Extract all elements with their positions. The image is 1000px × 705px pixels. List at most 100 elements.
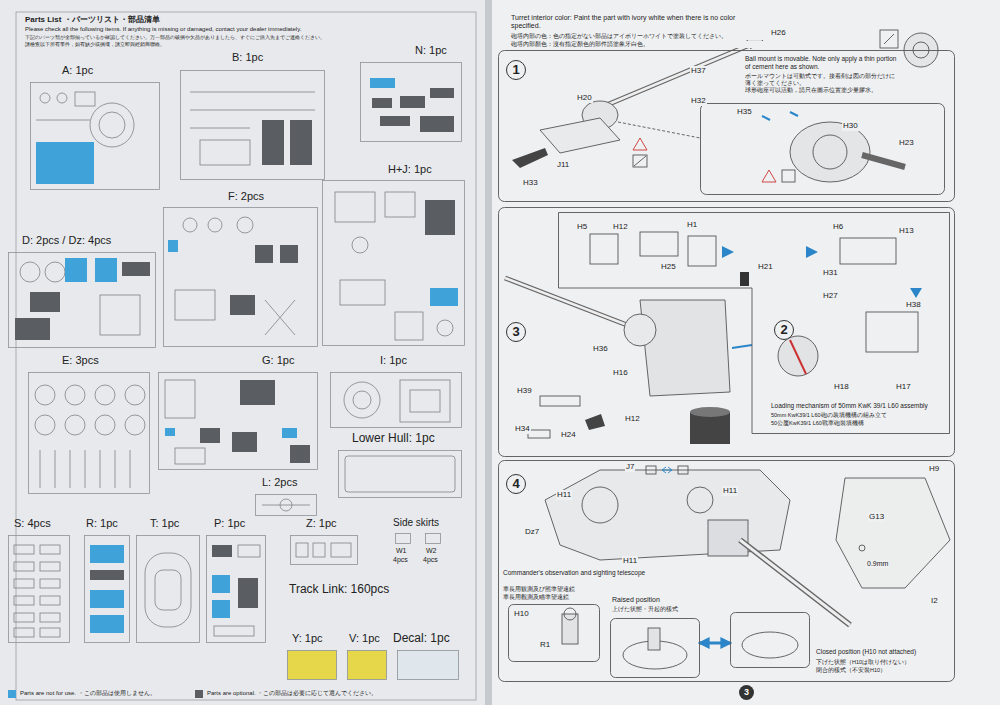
note-text: Loading mechanism of 50mm KwK 39/1 L60 a…	[771, 402, 949, 410]
heading-text: W1	[396, 547, 407, 555]
heading-text: D: 2pcs / Dz: 4pcs	[22, 234, 111, 247]
note-text: 4pcs	[393, 556, 408, 564]
node-outline	[360, 62, 462, 142]
skirt-box: W24pcs	[425, 533, 441, 544]
callout-number: H35	[736, 107, 753, 117]
heading-text: S: 4pcs	[14, 517, 51, 530]
sprue-frame: I: 1pc	[330, 372, 462, 428]
heading-text: V: 1pc	[349, 632, 380, 645]
callout-number: H24	[560, 430, 577, 440]
note-text: Please check all the following items. If…	[24, 26, 366, 33]
note-text: 50mm KwK39/1 L60砲の装填機構の組み立て	[771, 412, 949, 419]
frame-outline	[509, 605, 600, 662]
frame-outline	[164, 208, 318, 347]
node-outline	[397, 650, 459, 680]
sprue-frame: L: 2pcs	[255, 494, 317, 516]
frame-outline	[348, 651, 387, 680]
callout-number: H13	[898, 226, 915, 236]
note-text: 球形砲座可以活動，請只在圖示位置塗少量膠水。	[745, 87, 900, 94]
frame-outline	[256, 495, 317, 516]
note-text: 上げた状態・升起的樣式	[612, 606, 678, 613]
callout-number: H25	[660, 262, 677, 272]
node-outline	[136, 535, 200, 643]
position-box: Raised position上げた状態・升起的樣式	[610, 618, 700, 678]
callout-number: Dz7	[524, 527, 540, 537]
callout-number: H11	[622, 556, 638, 566]
callout-number: H27	[822, 291, 839, 301]
callout-number: H33	[522, 178, 539, 188]
heading-text: Closed position (H10 not attached)	[816, 648, 951, 656]
sprue-frame: R: 1pc	[84, 535, 130, 643]
note-text: 請檢查以下所有零件，如有缺少或損壞，請立即與經銷商聯絡。	[24, 41, 366, 47]
note-text: 50公厘KwK39/1 L60戰車砲裝填機構	[771, 420, 949, 427]
callout-number: H11	[556, 490, 572, 500]
note-text: 4pcs	[423, 556, 438, 564]
frame-outline	[323, 181, 465, 346]
node-outline	[558, 212, 950, 434]
callout-number: H38	[905, 300, 922, 310]
heading-text: G: 1pc	[262, 354, 294, 367]
heading-text: P: 1pc	[214, 517, 245, 530]
callout-number: 0.9mm	[866, 560, 889, 568]
note-text: 下記のパーツ類が全部揃っているか確認してください。万一部品の破損や欠品がありまし…	[24, 34, 366, 40]
heading-text: Ball mount is movable. Note only apply a…	[745, 55, 900, 71]
frame-outline	[701, 104, 945, 195]
sprue-frame: H+J: 1pc	[322, 180, 465, 346]
node-outline	[84, 535, 130, 643]
node-outline	[255, 494, 317, 516]
frame-outline	[731, 613, 810, 668]
heading-text: Lower Hull: 1pc	[352, 431, 435, 445]
heading-text: H10	[514, 609, 529, 619]
node-outline	[395, 533, 411, 544]
node-outline	[347, 650, 387, 680]
note-text: R1	[540, 640, 550, 650]
callout-number: H32	[690, 96, 707, 106]
sprue-frame: G: 1pc	[158, 372, 318, 470]
callout-number: J11	[556, 160, 570, 170]
inset-box: H10R1	[508, 604, 600, 662]
legend-text: Parts are optional. ・この部品は必要に応じて選んでください。	[207, 690, 377, 697]
heading-text: I: 1pc	[380, 354, 407, 367]
heading-text: F: 2pcs	[228, 190, 264, 203]
frame-outline	[159, 373, 318, 470]
frame-outline	[331, 373, 462, 428]
heading-text: L: 2pcs	[262, 476, 297, 489]
note-text: 下げた状態（H10は取り付けない）	[816, 659, 951, 666]
sprue-frame: B: 1pc	[180, 70, 325, 180]
frame-outline	[499, 51, 955, 202]
note-text: Turret interior color: Paint the part wi…	[510, 14, 752, 31]
callout-number: H23	[898, 138, 915, 148]
callout-number: H34	[514, 424, 531, 434]
node-outline	[8, 252, 156, 348]
inset-box: Ball mount is movable. Note only apply a…	[700, 103, 945, 195]
step-number: 3	[506, 322, 526, 342]
callout-number: H9	[928, 464, 940, 474]
heading-text: T: 1pc	[150, 517, 179, 530]
sprue-frame: D: 2pcs / Dz: 4pcs	[8, 252, 156, 348]
callout-number: H11	[722, 486, 738, 496]
heading-text: Decal: 1pc	[393, 631, 450, 645]
frame-outline	[181, 71, 325, 180]
frame-outline	[31, 83, 160, 190]
frame-outline	[291, 536, 358, 565]
sprue-frame: Y: 1pc	[287, 650, 337, 680]
callout-number: H30	[842, 121, 859, 131]
frame-outline	[398, 651, 459, 680]
node-outline	[700, 103, 945, 195]
callout-number: H16	[612, 368, 629, 378]
heading-text: H+J: 1pc	[388, 163, 432, 176]
frame-outline	[499, 461, 955, 682]
heading-text: E: 3pcs	[62, 354, 99, 367]
frame-outline	[9, 536, 70, 643]
heading-text: N: 1pc	[415, 44, 447, 57]
callout-number: I2	[930, 596, 939, 606]
node-outline	[28, 372, 150, 494]
node-outline	[163, 207, 318, 347]
heading-text: B: 1pc	[232, 51, 263, 64]
node-outline	[338, 450, 462, 498]
page-heading: Parts List ・パーツリスト・部品清单	[24, 15, 161, 25]
note-text: 車長用観測及び照準望遠鏡	[503, 586, 653, 593]
sprue-frame: P: 1pc	[206, 535, 266, 643]
node-outline	[30, 82, 160, 190]
